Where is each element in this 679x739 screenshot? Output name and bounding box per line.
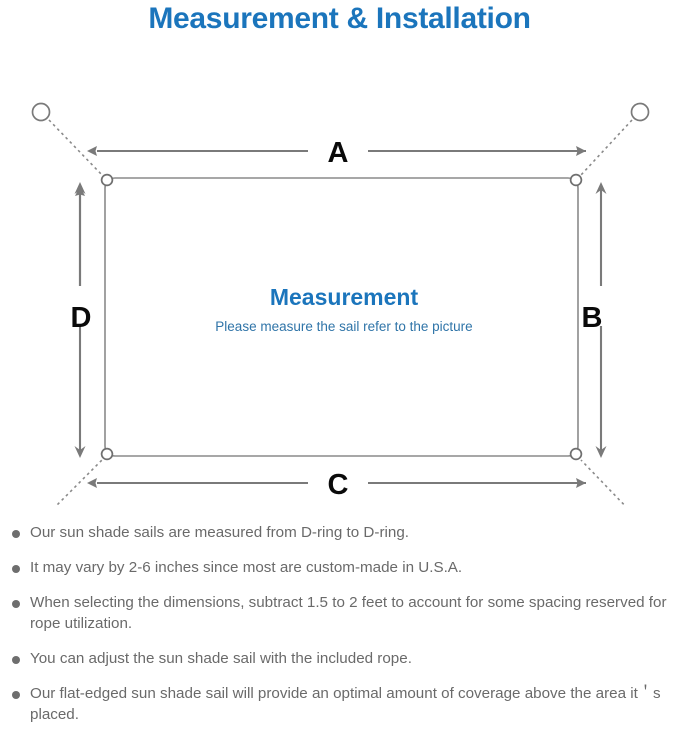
dimension-line-right xyxy=(595,182,607,458)
anchor-point-icon xyxy=(31,102,650,122)
list-item-text: It may vary by 2-6 inches since most are… xyxy=(30,559,463,576)
bullet-icon xyxy=(12,600,20,608)
bullet-icon xyxy=(12,565,20,573)
notes-list: Our sun shade sails are measured from D-… xyxy=(0,522,679,725)
bullet-icon xyxy=(12,530,20,538)
list-item: It may vary by 2-6 inches since most are… xyxy=(12,557,675,578)
diagram-center-title: Measurement xyxy=(270,284,419,310)
measurement-diagram: A C D B Measurement Please measu xyxy=(0,36,679,506)
list-item-text: Our sun shade sails are measured from D-… xyxy=(30,524,409,541)
list-item: Our flat-edged sun shade sail will provi… xyxy=(12,683,675,725)
list-item: You can adjust the sun shade sail with t… xyxy=(12,648,675,669)
shade-sail-rectangle xyxy=(104,177,579,457)
d-ring-icon xyxy=(100,173,583,461)
dimension-label-b: B xyxy=(582,302,603,334)
bullet-icon xyxy=(12,691,20,699)
list-item-text: You can adjust the sun shade sail with t… xyxy=(30,650,412,667)
page-title: Measurement & Installation xyxy=(148,2,531,35)
rope-dotted-line xyxy=(48,119,633,506)
dimension-label-c: C xyxy=(328,469,349,501)
dimension-label-a: A xyxy=(328,137,349,169)
list-item: When selecting the dimensions, subtract … xyxy=(12,592,675,634)
list-item-text: When selecting the dimensions, subtract … xyxy=(30,594,667,632)
dimension-line-left-strokes xyxy=(74,182,86,458)
diagram-center-subtitle: Please measure the sail refer to the pic… xyxy=(215,319,472,334)
list-item-text: Our flat-edged sun shade sail will provi… xyxy=(30,685,661,723)
list-item: Our sun shade sails are measured from D-… xyxy=(12,522,675,543)
dimension-label-d: D xyxy=(71,302,92,334)
bullet-icon xyxy=(12,656,20,664)
